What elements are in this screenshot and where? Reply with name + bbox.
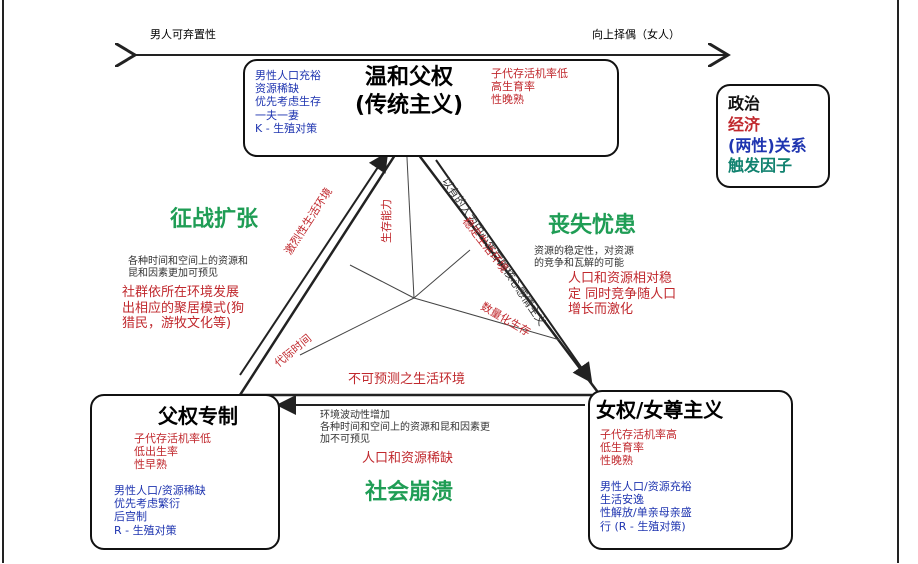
inner-line-left	[349, 264, 415, 299]
bottom-left-box-title: 父权专制	[158, 404, 238, 428]
left-edge-arrow	[239, 151, 389, 376]
bottom-right-box: 女权/女尊主义 子代存活机率高 低生育率 性晚熟 男性人口/资源充裕 生活安逸 …	[588, 390, 793, 550]
bottom-edge-desc: 环境波动性增加 各种时间和空间上的资源和昆和因素更 加不可预见	[320, 410, 490, 445]
right-edge-heading: 丧失忧患	[548, 213, 637, 238]
bottom-right-box-red-lines: 子代存活机率高 低生育率 性晚熟	[600, 428, 677, 468]
top-box-left-lines: 男性人口充裕 资源稀缺 优先考虑生存 一夫一妻 K - 生殖对策	[255, 69, 321, 135]
legend-politics: 政治	[728, 94, 761, 113]
triangle-bottom-label: 不可预测之生活环境	[348, 372, 466, 387]
top-box-right-lines: 子代存活机率低 高生育率 性晚熟	[491, 67, 568, 107]
bottom-left-box: 父权专制 子代存活机率低 低出生率 性早熟 男性人口/资源稀缺 优先考虑繁衍 后…	[90, 394, 280, 550]
inner-line-top	[405, 137, 415, 299]
bottom-left-box-red-lines: 子代存活机率低 低出生率 性早熟	[134, 432, 211, 472]
left-edge-red-lines: 社群依所在环境发展 出相应的聚居模式(狗 猎民，游牧文化等)	[122, 285, 245, 332]
top-box-title-line1: 温和父权	[365, 65, 454, 90]
bottom-right-box-title: 女权/女尊主义	[596, 398, 724, 422]
legend-box: 政治 经济 (两性)关系 触发因子	[716, 84, 830, 188]
inner-line-bottom-left	[299, 297, 415, 356]
top-axis-right-label: 向上择偶（女人）	[592, 28, 680, 41]
top-box: 男性人口充裕 资源稀缺 优先考虑生存 一夫一妻 K - 生殖对策 温和父权 (传…	[243, 59, 619, 157]
main-triangle	[237, 135, 603, 397]
left-edge-heading: 征战扩张	[170, 207, 259, 232]
right-edge-red-lines: 人口和资源相对稳 定 同时竞争随人口 增长而激化	[568, 271, 677, 318]
top-box-title-line2: (传统主义)	[355, 93, 464, 118]
bottom-right-box-blue-lines: 男性人口/资源充裕 生活安逸 性解放/单亲母亲盛 行 (R - 生殖对策)	[600, 480, 692, 533]
right-edge-desc: 资源的稳定性，对资源 的竞争和瓦解的可能	[534, 246, 634, 269]
bottom-left-box-blue-lines: 男性人口/资源稀缺 优先考虑繁衍 后宫制 R - 生殖对策	[114, 484, 206, 537]
triangle-left-upper-label: 生存能力	[380, 199, 393, 243]
legend-gender: (两性)关系	[728, 135, 807, 155]
right-edge-arrow	[435, 159, 593, 384]
bottom-edge-red-line: 人口和资源稀缺	[362, 451, 454, 466]
left-edge-desc: 各种时间和空间上的资源和 昆和因素更加可预见	[128, 256, 248, 279]
inner-line-right	[413, 297, 561, 341]
bottom-edge-heading: 社会崩溃	[365, 480, 454, 505]
outer-frame	[2, 0, 899, 563]
legend-trigger: 触发因子	[728, 156, 793, 176]
top-axis-left-label: 男人可弃置性	[150, 28, 216, 41]
inner-line-upper-right	[413, 249, 471, 299]
legend-economy: 经济	[728, 114, 761, 134]
